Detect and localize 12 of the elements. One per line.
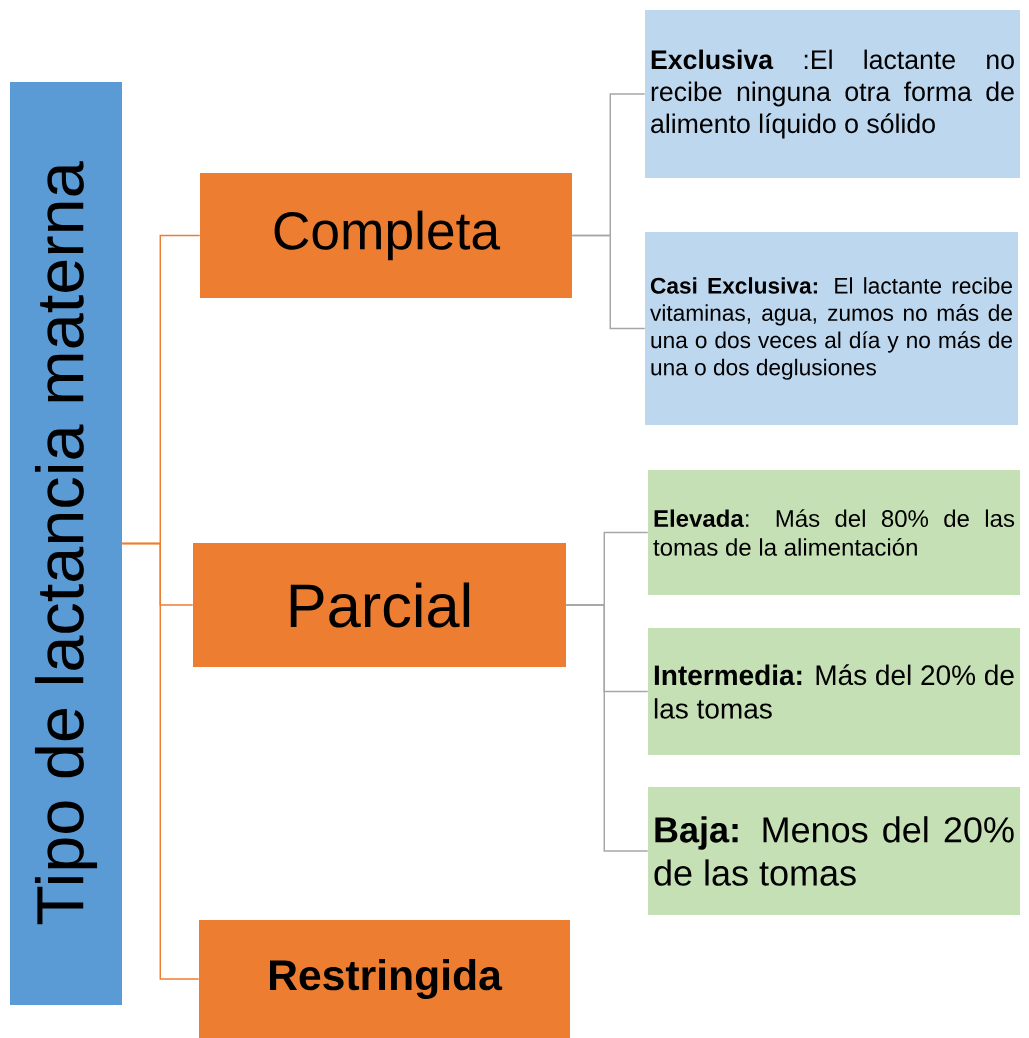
connector: [565, 604, 649, 852]
heading-bar: Tipo de lactancia materna: [10, 82, 122, 1005]
description-box: Exclusiva :El lactante no recibe ninguna otra forma de alimento líquido o sólido: [645, 10, 1020, 178]
category-box: Completa: [200, 173, 572, 298]
connector: [121, 542, 200, 980]
description-box: Casi Exclusiva: El lactante recibe vitaminas, agua, zumos no más de una o dos veces al día y no más de una o dos deglusiones: [645, 232, 1018, 425]
description-box: Baja: Menos del 20% de las tomas: [648, 787, 1020, 915]
description-box: Intermedia: Más del 20% de las tomas: [648, 628, 1020, 755]
connector: [571, 234, 646, 330]
category-box: Restringida: [199, 920, 570, 1038]
description-box: Elevada: Más del 80% de las tomas de la alimentación: [648, 470, 1020, 595]
category-box: Parcial: [193, 543, 566, 667]
